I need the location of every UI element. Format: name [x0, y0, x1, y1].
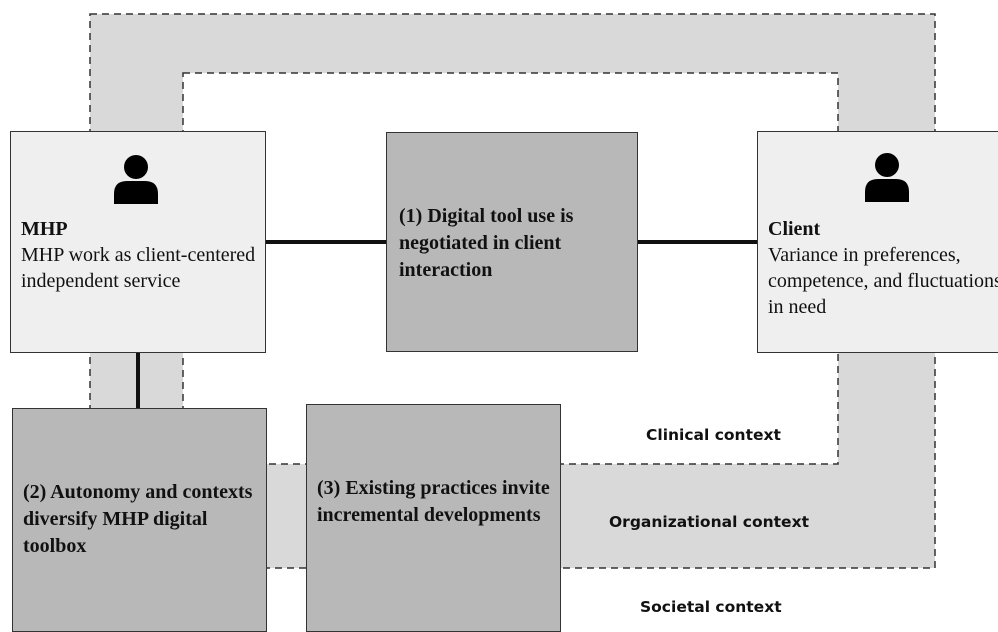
theme1-box: (1) Digital tool use is negotiated in cl… — [386, 132, 638, 352]
mhp-description: MHP work as client-centered independent … — [21, 244, 256, 292]
theme3-text: (3) Existing practices invite incrementa… — [317, 477, 550, 526]
theme1-text: (1) Digital tool use is negotiated in cl… — [399, 205, 574, 281]
client-title: Client — [768, 218, 821, 240]
mhp-title: MHP — [21, 218, 68, 240]
theme3-box: (3) Existing practices invite incrementa… — [306, 404, 561, 632]
societal-context-label: Societal context — [640, 598, 782, 616]
client-text: Client Variance in preferences, competen… — [768, 216, 998, 320]
client-box: Client Variance in preferences, competen… — [757, 131, 998, 353]
client-description: Variance in preferences, competence, and… — [768, 244, 998, 318]
mhp-box: MHP MHP work as client-centered independ… — [10, 131, 266, 353]
clinical-context-label: Clinical context — [646, 426, 781, 444]
theme2-text: (2) Autonomy and contexts diversify MHP … — [23, 481, 253, 557]
person-icon — [114, 155, 158, 204]
organizational-context-label: Organizational context — [609, 513, 809, 531]
person-icon — [865, 153, 909, 202]
theme2-box: (2) Autonomy and contexts diversify MHP … — [12, 408, 267, 632]
mhp-text: MHP MHP work as client-centered independ… — [21, 216, 261, 294]
